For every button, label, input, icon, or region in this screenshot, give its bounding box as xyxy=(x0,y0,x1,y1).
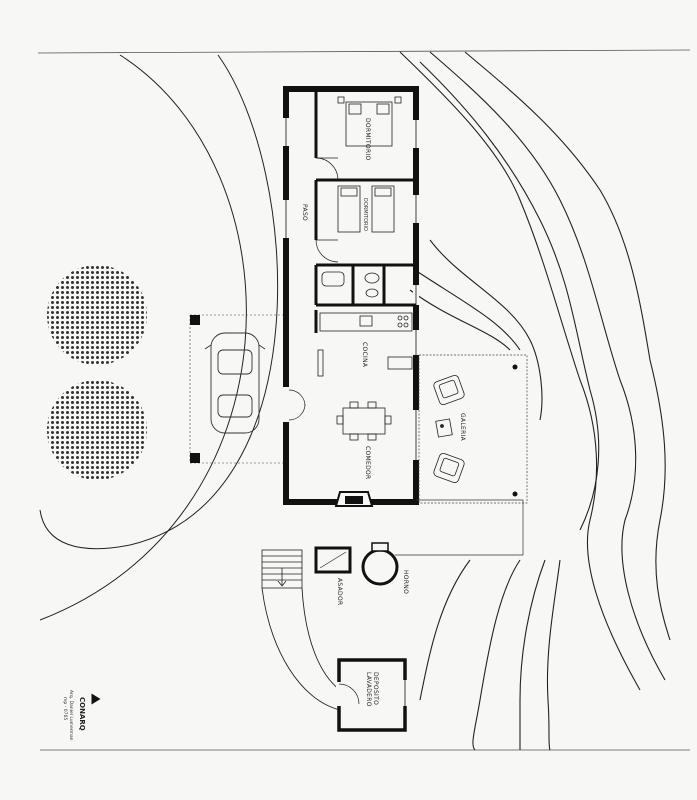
label-comedor: COMEDOR xyxy=(364,446,371,480)
kitchen-island-left xyxy=(317,349,324,377)
kitchen-island-right xyxy=(387,356,413,370)
label-dormitorio-2: DORMITORIO xyxy=(362,198,368,231)
kitchen-counter xyxy=(319,312,413,332)
label-cocina: COCINA xyxy=(361,342,368,368)
logo-line2: mp - 0765 xyxy=(62,697,68,720)
beds-twin xyxy=(337,185,395,233)
label-horno: HORNO xyxy=(402,570,409,594)
label-lavadero: LAVADERO xyxy=(365,672,372,707)
label-dormitorio-1: DORMITORIO xyxy=(364,118,371,161)
label-deposito: DEPOSITO xyxy=(372,672,379,705)
gallery-terrace xyxy=(395,354,528,556)
window-lines xyxy=(285,118,417,460)
fireplace xyxy=(334,491,374,507)
conarq-logo: CONARQ Arq. Daniel Lumerman mp - 0765 xyxy=(62,690,101,741)
tree-1 xyxy=(47,265,147,365)
armchair-icon-2 xyxy=(433,453,465,483)
coffee-table-icon xyxy=(435,418,453,438)
car-icon xyxy=(204,332,266,434)
logo-name: CONARQ xyxy=(78,697,86,731)
armchair-icon-1 xyxy=(433,375,465,405)
bathroom-fixtures xyxy=(321,271,380,298)
logo-line1: Arq. Daniel Lumerman xyxy=(68,690,74,741)
driveway-arcs xyxy=(39,54,279,621)
door-swings xyxy=(288,157,339,421)
top-frame-line xyxy=(37,49,691,54)
carport xyxy=(189,314,286,464)
label-asador: ASADOR xyxy=(336,578,343,605)
horno-structure xyxy=(361,542,399,586)
lavadero-structure xyxy=(336,658,408,732)
label-galeria: GALERIA xyxy=(459,413,466,442)
bed-double xyxy=(337,96,402,147)
terrain-contours xyxy=(399,51,671,751)
asador-structure xyxy=(314,546,352,574)
tree-2 xyxy=(47,380,147,480)
interior-walls xyxy=(314,89,416,333)
garden-path xyxy=(261,587,341,711)
dining-table-icon xyxy=(336,401,392,441)
stairs xyxy=(261,549,303,589)
label-paso: PASO xyxy=(301,204,308,221)
